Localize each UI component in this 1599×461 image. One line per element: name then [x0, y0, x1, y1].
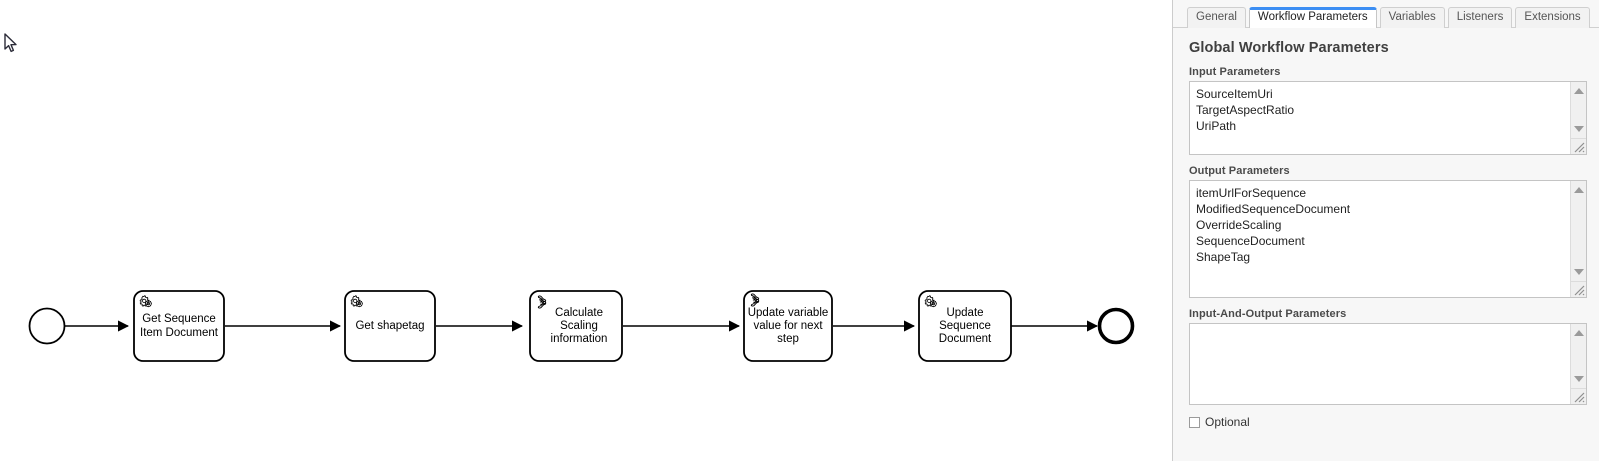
- input-and-output-parameters-listbox[interactable]: [1189, 323, 1587, 405]
- task-label-line: step: [777, 333, 799, 345]
- task-calculate-scaling-information[interactable]: Calculate Scaling information: [529, 290, 623, 362]
- tab-extensions[interactable]: Extensions: [1515, 7, 1590, 28]
- tab-label: Listeners: [1456, 11, 1504, 23]
- end-event[interactable]: [1097, 307, 1135, 345]
- list-item[interactable]: ModifiedSequenceDocument: [1196, 202, 1351, 216]
- input-and-output-parameters-scrollbar[interactable]: [1570, 324, 1586, 388]
- resize-grip-icon[interactable]: [1570, 388, 1586, 404]
- output-parameters-items[interactable]: itemUrlForSequence ModifiedSequenceDocum…: [1190, 181, 1569, 297]
- properties-tab-strip: General Workflow Parameters Variables Li…: [1173, 0, 1599, 28]
- bpmn-diagram[interactable]: Get Sequence Item Document Get shapetag …: [0, 0, 1172, 461]
- task-label-line: value for next: [753, 320, 823, 332]
- resize-grip-icon[interactable]: [1570, 138, 1586, 154]
- task-get-shapetag[interactable]: Get shapetag: [344, 290, 436, 362]
- tab-workflow-parameters[interactable]: Workflow Parameters: [1248, 7, 1377, 28]
- task-label-line: Scaling: [560, 320, 598, 332]
- task-label-line: Calculate: [555, 307, 603, 319]
- input-parameters-items[interactable]: SourceItemUri TargetAspectRatio UriPath: [1190, 82, 1569, 154]
- task-update-sequence-document[interactable]: Update Sequence Document: [918, 290, 1012, 362]
- task-label-line: Update variable: [748, 307, 829, 319]
- scroll-down-arrow-icon[interactable]: [1571, 372, 1586, 386]
- tab-label: General: [1196, 11, 1237, 23]
- list-item[interactable]: SequenceDocument: [1196, 234, 1305, 248]
- tab-general[interactable]: General: [1187, 7, 1246, 28]
- tab-variables[interactable]: Variables: [1379, 7, 1445, 28]
- tab-listeners[interactable]: Listeners: [1447, 7, 1513, 28]
- bpmn-workflow-canvas[interactable]: Get Sequence Item Document Get shapetag …: [0, 0, 1172, 461]
- input-parameters-listbox[interactable]: SourceItemUri TargetAspectRatio UriPath: [1189, 81, 1587, 155]
- task-update-variable-value-for-next-step[interactable]: Update variable value for next step: [743, 290, 833, 362]
- resize-grip-icon[interactable]: [1570, 281, 1586, 297]
- tab-label: Extensions: [1524, 11, 1581, 23]
- task-label-line: Update: [946, 307, 983, 319]
- input-and-output-parameters-items[interactable]: [1190, 324, 1569, 404]
- optional-checkbox-label: Optional: [1205, 415, 1250, 429]
- optional-checkbox[interactable]: [1189, 416, 1200, 428]
- list-item[interactable]: TargetAspectRatio: [1196, 103, 1295, 117]
- scroll-up-arrow-icon[interactable]: [1571, 183, 1586, 197]
- tab-label: Workflow Parameters: [1257, 11, 1368, 23]
- output-parameters-label: Output Parameters: [1189, 165, 1290, 177]
- list-item[interactable]: itemUrlForSequence: [1196, 186, 1307, 200]
- task-label-line: Get Sequence: [142, 313, 216, 325]
- tab-label: Variables: [1388, 11, 1436, 23]
- properties-panel: General Workflow Parameters Variables Li…: [1172, 0, 1599, 461]
- panel-heading: Global Workflow Parameters: [1189, 40, 1389, 56]
- scroll-up-arrow-icon[interactable]: [1571, 84, 1586, 98]
- input-and-output-parameters-label: Input-And-Output Parameters: [1189, 308, 1347, 320]
- scroll-down-arrow-icon[interactable]: [1571, 265, 1586, 279]
- input-parameters-label: Input Parameters: [1189, 66, 1281, 78]
- output-parameters-scrollbar[interactable]: [1570, 181, 1586, 281]
- scroll-down-arrow-icon[interactable]: [1571, 122, 1586, 136]
- input-parameters-scrollbar[interactable]: [1570, 82, 1586, 138]
- scroll-up-arrow-icon[interactable]: [1571, 326, 1586, 340]
- task-label-line: Sequence: [939, 320, 991, 332]
- list-item[interactable]: OverrideScaling: [1196, 218, 1282, 232]
- task-label-line: information: [551, 333, 608, 345]
- properties-panel-body: Global Workflow Parameters Input Paramet…: [1173, 28, 1599, 429]
- list-item[interactable]: SourceItemUri: [1196, 87, 1273, 101]
- task-label-line: Get shapetag: [355, 320, 424, 332]
- list-item[interactable]: ShapeTag: [1196, 250, 1251, 264]
- list-item[interactable]: UriPath: [1196, 119, 1237, 133]
- task-label-line: Document: [939, 333, 992, 345]
- output-parameters-listbox[interactable]: itemUrlForSequence ModifiedSequenceDocum…: [1189, 180, 1587, 298]
- task-get-sequence-item-document[interactable]: Get Sequence Item Document: [133, 290, 225, 362]
- start-event[interactable]: [28, 307, 66, 345]
- optional-checkbox-row[interactable]: Optional: [1189, 415, 1587, 429]
- task-label-line: Item Document: [140, 327, 219, 339]
